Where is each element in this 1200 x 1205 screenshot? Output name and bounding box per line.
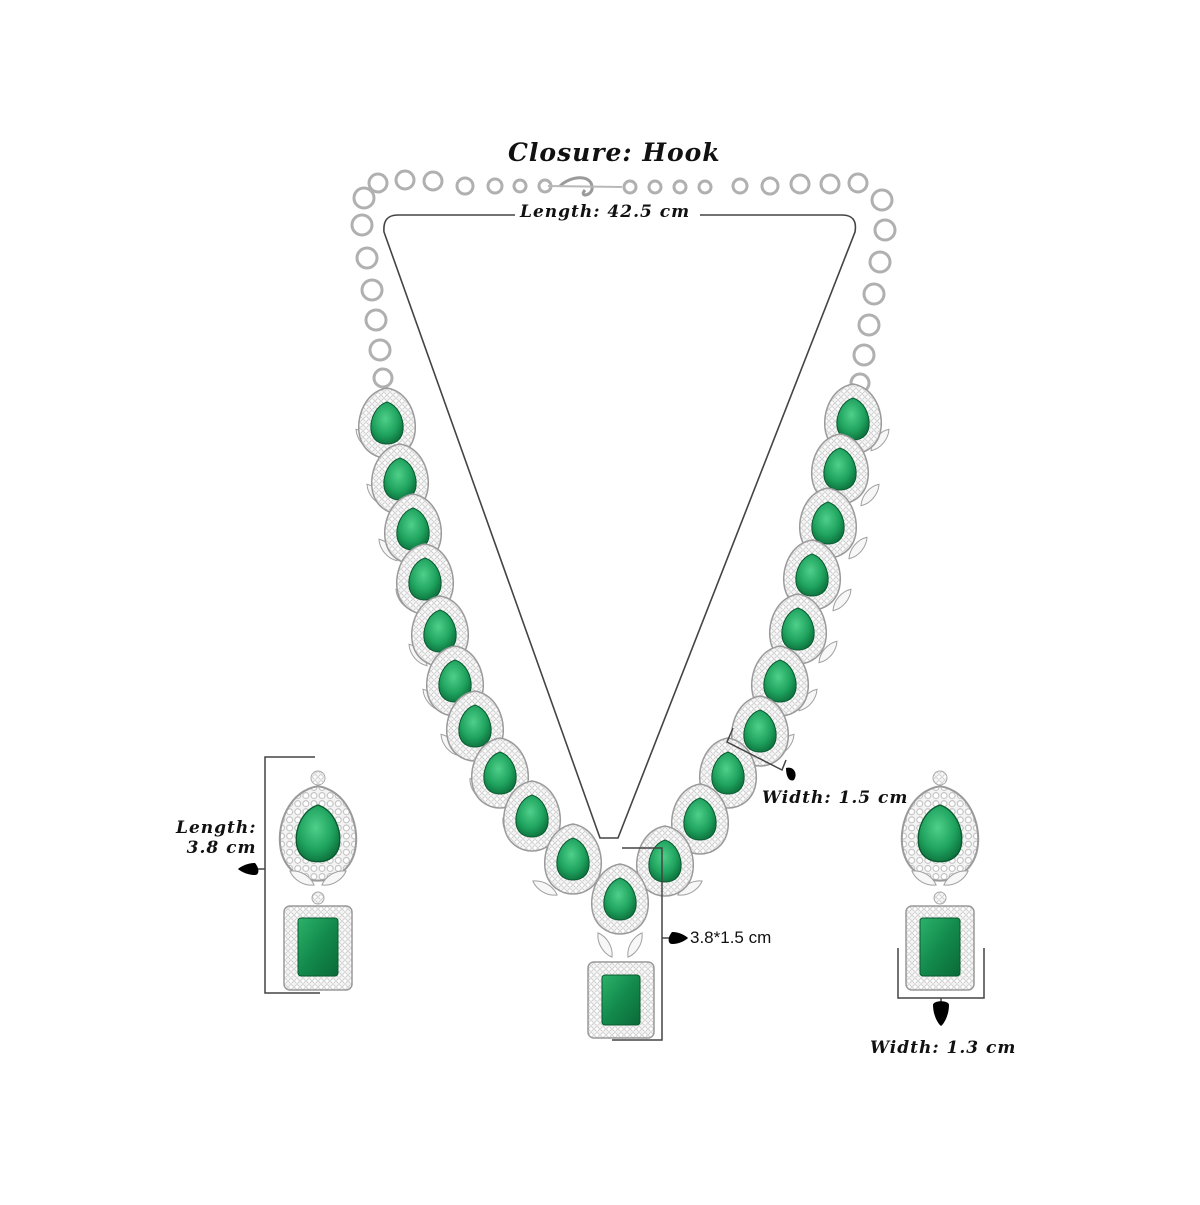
- pendant-size-label: 3.8*1.5 cm: [690, 928, 772, 947]
- necklace-chain: [350, 169, 897, 394]
- necklace-left-stones: [352, 387, 603, 900]
- width-measure-line: [726, 727, 787, 772]
- earring-width-label: Width: 1.3 cm: [870, 1038, 1017, 1058]
- earring-length-label-line2: 3.8 cm: [186, 838, 257, 858]
- length-measure-line: [383, 214, 857, 839]
- pendant: [587, 863, 655, 1039]
- pendant-pointer-icon: [668, 932, 688, 944]
- necklace-width-label: Width: 1.5 cm: [762, 788, 909, 808]
- necklace-length-label: Length: 42.5 cm: [518, 202, 693, 222]
- closure-label: Closure: Hook: [508, 138, 721, 167]
- earring-width-pointer-icon: [933, 1001, 949, 1026]
- earring-length-label: Length: 3.8 cm: [176, 818, 257, 858]
- width-pointer-icon: [786, 767, 796, 781]
- right-earring: [900, 770, 980, 991]
- left-earring: [278, 770, 358, 991]
- earring-length-label-line1: Length:: [176, 818, 257, 838]
- earring-length-pointer-icon: [238, 863, 259, 875]
